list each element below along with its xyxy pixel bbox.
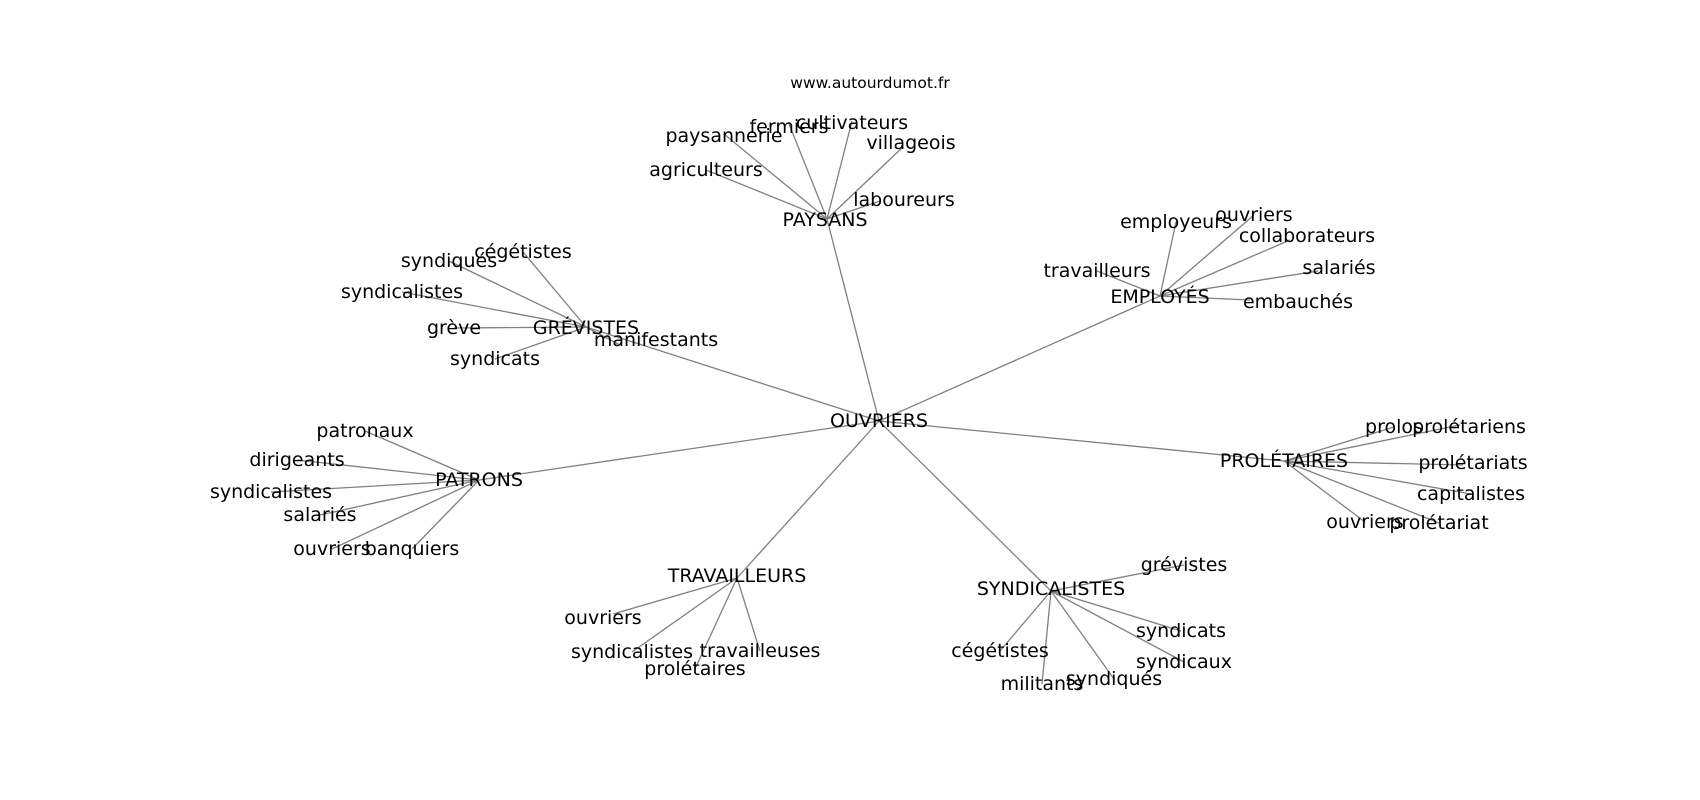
edge-hub-to-leaf bbox=[448, 260, 587, 328]
edge-hub-to-leaf bbox=[612, 577, 738, 615]
leaf-node-label: prolos bbox=[1365, 416, 1423, 438]
edge-hub-to-leaf bbox=[331, 479, 480, 550]
leaf-node-label: manifestants bbox=[594, 329, 718, 351]
edge-hub-to-leaf bbox=[270, 479, 480, 493]
edge-hub-to-leaf bbox=[736, 577, 761, 652]
edge-hub-to-leaf bbox=[826, 120, 853, 220]
edge-hub-to-leaf bbox=[1050, 590, 1185, 663]
leaf-node-label: prolétariens bbox=[1412, 416, 1526, 438]
edge-center-to-hub bbox=[878, 295, 1161, 422]
leaf-node-label: syndicaux bbox=[1136, 651, 1232, 673]
edge-hub-to-leaf bbox=[788, 123, 828, 220]
leaf-node-label: collaborateurs bbox=[1239, 225, 1375, 247]
leaf-node-label: fermiers bbox=[749, 116, 828, 138]
leaf-node-label: syndiqués bbox=[401, 250, 497, 272]
leaf-node-label: prolétariat bbox=[1389, 512, 1488, 534]
edge-hub-to-leaf bbox=[694, 577, 738, 670]
edge-hub-to-leaf bbox=[1159, 270, 1319, 297]
edge-hub-to-leaf bbox=[705, 169, 828, 220]
leaf-node-label: syndicalistes bbox=[571, 641, 693, 663]
edge-hub-to-leaf bbox=[1050, 564, 1185, 592]
leaf-node-label: prolétaires bbox=[644, 658, 745, 680]
leaf-node-label: ouvriers bbox=[293, 538, 370, 560]
leaf-node-label: salariés bbox=[1302, 257, 1375, 279]
hub-node-label: PAYSANS bbox=[782, 209, 867, 231]
leaf-node-label: syndicalistes bbox=[341, 281, 463, 303]
leaf-node-label: syndicats bbox=[450, 348, 540, 370]
leaf-node-label: syndiqués bbox=[1066, 668, 1162, 690]
edge-hub-to-leaf bbox=[1050, 590, 1182, 632]
leaf-node-label: dirigeants bbox=[249, 449, 344, 471]
edge-hub-to-leaf bbox=[1283, 424, 1461, 462]
leaf-node-label: capitalistes bbox=[1417, 483, 1525, 505]
leaf-node-label: syndicats bbox=[1136, 620, 1226, 642]
leaf-node-label: laboureurs bbox=[853, 189, 955, 211]
hub-node-label: SYNDICALISTES bbox=[977, 578, 1125, 600]
graph-edges bbox=[270, 120, 1472, 685]
edge-center-to-hub bbox=[878, 420, 1285, 462]
edge-center-to-hub bbox=[878, 420, 1052, 592]
edge-hub-to-leaf bbox=[1283, 460, 1366, 523]
edge-hub-to-leaf bbox=[411, 479, 480, 550]
edge-center-to-hub bbox=[826, 218, 880, 422]
edge-hub-to-leaf bbox=[364, 430, 480, 481]
edge-hub-to-leaf bbox=[826, 200, 881, 220]
edge-hub-to-leaf bbox=[1041, 590, 1052, 685]
edge-hub-to-leaf bbox=[494, 326, 587, 360]
leaf-node-label: ouvriers bbox=[1215, 204, 1292, 226]
leaf-node-label: ouvriers bbox=[1326, 511, 1403, 533]
leaf-node-label: cégétistes bbox=[474, 241, 572, 263]
hub-node-label: PATRONS bbox=[435, 469, 523, 491]
hub-node-label: GRÉVISTES bbox=[533, 316, 639, 339]
edge-center-to-hub bbox=[736, 420, 880, 579]
leaf-node-label: travailleuses bbox=[700, 640, 821, 662]
edge-hub-to-leaf bbox=[826, 146, 904, 220]
edge-hub-to-leaf bbox=[1159, 239, 1291, 297]
edge-hub-to-leaf bbox=[585, 326, 621, 346]
center-node-label: OUVRIERS bbox=[830, 410, 928, 432]
leaf-node-label: paysannerie bbox=[665, 125, 782, 147]
edge-hub-to-leaf bbox=[1096, 270, 1161, 297]
edge-center-to-hub bbox=[585, 326, 880, 422]
edge-hub-to-leaf bbox=[453, 326, 587, 329]
leaf-node-label: cégétistes bbox=[951, 640, 1049, 662]
edge-hub-to-leaf bbox=[1283, 426, 1395, 462]
leaf-node-label: banquiers bbox=[365, 538, 460, 560]
leaf-node-label: militants bbox=[1001, 673, 1084, 695]
edge-hub-to-leaf bbox=[723, 133, 828, 220]
leaf-node-label: cultivateurs bbox=[796, 112, 908, 134]
edge-hub-to-leaf bbox=[522, 251, 587, 328]
edge-hub-to-leaf bbox=[1283, 460, 1464, 466]
leaf-node-label: salariés bbox=[283, 504, 356, 526]
leaf-node-label: agriculteurs bbox=[649, 159, 762, 181]
hub-node-label: EMPLOYÉS bbox=[1110, 285, 1209, 308]
edge-center-to-hub bbox=[478, 420, 880, 481]
leaf-node-label: ouvriers bbox=[564, 607, 641, 629]
leaf-node-label: patronaux bbox=[316, 420, 413, 442]
hub-node-label: TRAVAILLEURS bbox=[667, 565, 807, 587]
edge-hub-to-leaf bbox=[319, 479, 480, 516]
edge-hub-to-leaf bbox=[999, 590, 1052, 652]
leaf-node-label: grévistes bbox=[1141, 554, 1228, 576]
leaf-node-label: prolétariats bbox=[1418, 452, 1527, 474]
leaf-node-label: travailleurs bbox=[1043, 260, 1150, 282]
leaf-node-label: syndicalistes bbox=[210, 481, 332, 503]
leaf-node-label: employeurs bbox=[1120, 211, 1232, 233]
edge-hub-to-leaf bbox=[1159, 295, 1251, 301]
edge-hub-to-leaf bbox=[1159, 214, 1255, 297]
graph-labels: OUVRIERS PAYSANS paysanneriefermierscultiv… bbox=[210, 112, 1528, 695]
leaf-node-label: embauchés bbox=[1243, 291, 1353, 313]
leaf-node-label: villageois bbox=[866, 132, 955, 154]
hub-node-label: PROLÉTAIRES bbox=[1220, 449, 1348, 472]
edge-hub-to-leaf bbox=[631, 577, 738, 653]
leaf-node-label: grève bbox=[427, 317, 481, 339]
watermark-text: www.autourdumot.fr bbox=[790, 74, 950, 92]
edge-hub-to-leaf bbox=[1283, 460, 1440, 524]
edge-hub-to-leaf bbox=[1050, 590, 1115, 680]
edge-hub-to-leaf bbox=[296, 459, 480, 481]
edge-hub-to-leaf bbox=[1159, 221, 1177, 297]
edge-hub-to-leaf bbox=[1283, 460, 1472, 495]
edge-hub-to-leaf bbox=[401, 291, 587, 328]
